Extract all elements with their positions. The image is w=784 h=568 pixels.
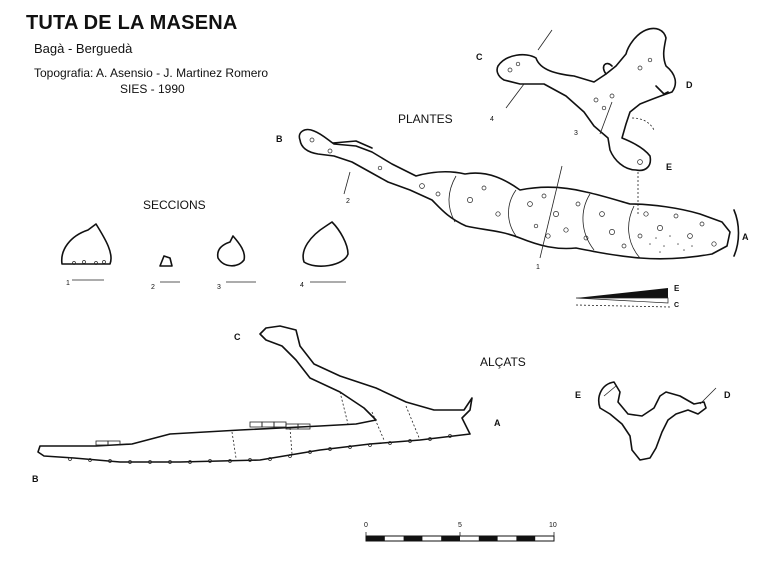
section-label-1: 1 [66,280,70,287]
plan-point-c: C [476,52,483,62]
scale-label-10: 10 [549,522,557,529]
plan-point-d: D [686,80,693,90]
plan-section-mark-2: 2 [346,198,350,205]
plan-point-e: E [666,162,673,172]
plan-point-b: B [276,134,283,144]
plan-heading: PLANTES [398,112,453,126]
plan-section-mark-4: 4 [490,116,494,123]
elevation-heading: ALÇATS [480,355,526,369]
cross-sections [61,221,349,283]
plan-main-gallery [298,128,740,260]
elevation-point-b: B [32,474,39,484]
elevation-profile [37,325,473,464]
legend-wedge [575,288,671,308]
location-subtitle: Bagà - Berguedà [34,41,133,56]
section-label-3: 3 [217,284,221,291]
elevation-branch-ed [598,381,717,461]
survey-credit: Topografia: A. Asensio - J. Martinez Rom… [34,66,269,80]
scale-label-0: 0 [364,522,368,529]
elevation-point-d: D [724,390,731,400]
legend-label-c: C [674,302,680,309]
scale-bar [365,532,555,542]
scale-label-5: 5 [458,522,462,529]
sections-heading: SECCIONS [143,198,206,212]
elevation-point-e: E [575,390,582,400]
plan-upper-branch [496,27,677,172]
plan-section-mark-1: 1 [536,264,540,271]
plan-section-mark-3: 3 [574,130,578,137]
section-label-2: 2 [151,284,155,291]
map-title: TUTA DE LA MASENA [26,12,238,34]
plan-section-cuts [343,29,639,259]
plan-point-a: A [742,232,749,242]
elevation-point-c: C [234,332,241,342]
elevation-point-a: A [494,418,501,428]
legend-label-e: E [674,284,680,293]
section-label-4: 4 [300,282,304,289]
survey-group-year: SIES - 1990 [120,82,185,96]
